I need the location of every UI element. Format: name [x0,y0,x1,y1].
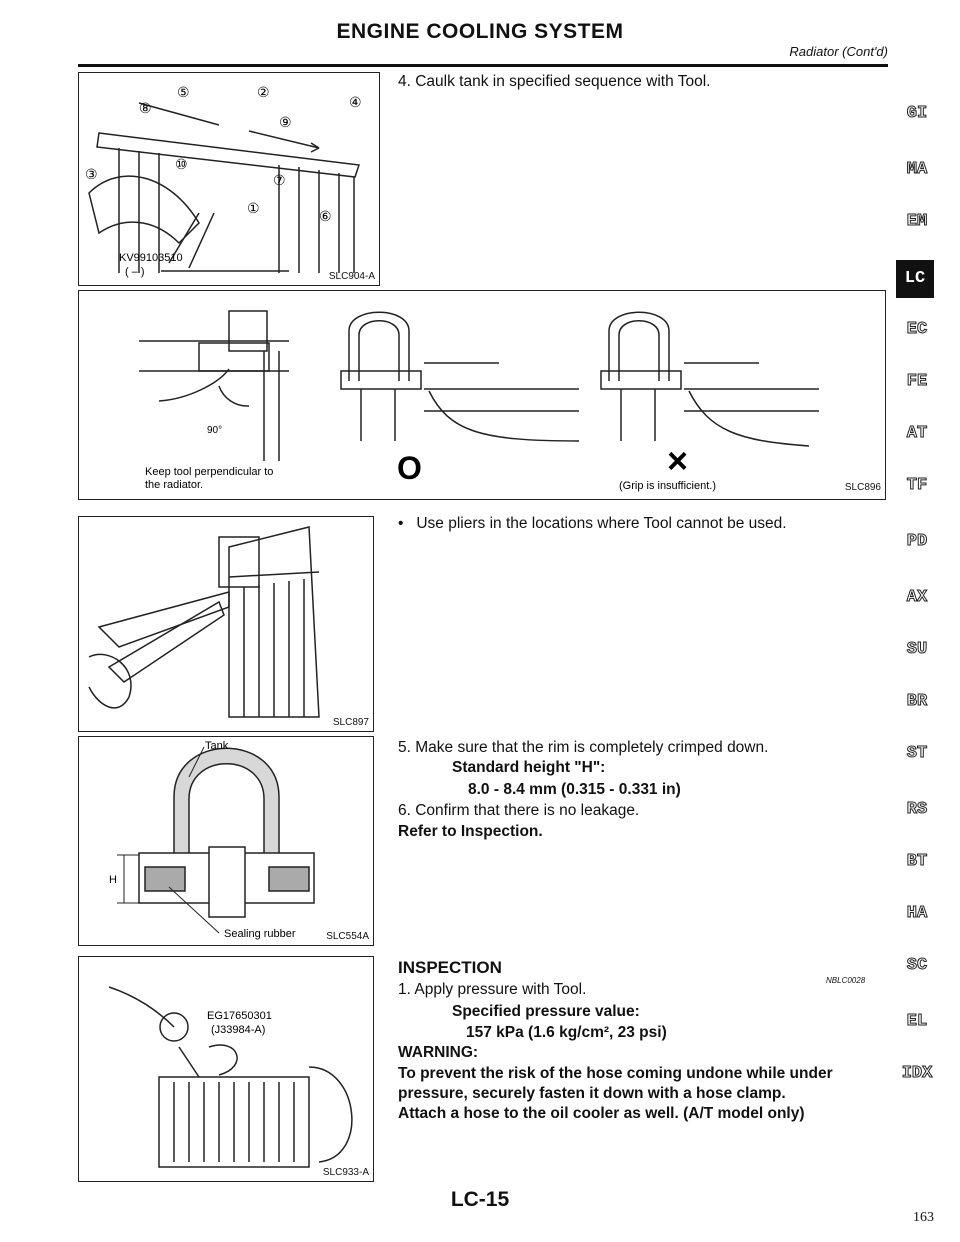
section-tab-sc[interactable]: SC [906,956,928,976]
warning-line-1: To prevent the risk of the hose coming u… [398,1065,833,1082]
section-tab-tf[interactable]: TF [906,476,928,496]
section-tab-ma[interactable]: MA [906,160,928,180]
standard-height-value: 8.0 - 8.4 mm (0.315 - 0.331 in) [468,781,681,798]
step-5-text: 5. Make sure that the rim is completely … [398,739,769,756]
tester-kent-moore-number: (J33984-A) [211,1024,265,1036]
figure-crimp-height: Tank H Sealing rubber SLC554A [78,736,374,946]
refer-inspection: Refer to Inspection. [398,823,543,840]
tank-label: Tank [205,740,229,752]
tester-part-number: EG17650301 [207,1010,272,1022]
bullet-pliers: • Use pliers in the locations where Tool… [398,514,787,534]
section-tab-ec[interactable]: EC [906,320,928,340]
section-tab-lc[interactable]: LC [896,260,934,298]
incorrect-mark: × [667,440,688,481]
specified-pressure-value: 157 kPa (1.6 kg/cm², 23 psi) [466,1024,667,1041]
caulk-sequence-illustration: ⑤ ② ④ ⑧ ⑨ ③ ⑩ ⑦ ① ⑥ KV99103510 ( – ) [85,84,362,278]
header-rule [78,64,888,67]
callout-1: ① [247,200,260,216]
section-tab-bt[interactable]: BT [906,852,928,872]
pressure-test-illustration: EG17650301 (J33984-A) [108,986,353,1168]
section-tab-ax[interactable]: AX [906,588,928,608]
crimp-height-illustration: Tank H Sealing rubber [109,740,315,940]
callout-10: ⑩ [175,156,188,172]
bullet-text: Use pliers in the locations where Tool c… [416,515,787,532]
section-tab-at[interactable]: AT [906,424,928,444]
tool-grip-illustration: 90° Keep tool perpendicular to the radia… [139,310,819,492]
tool-note-line1: Keep tool perpendicular to [145,466,273,478]
standard-height-label: Standard height "H": [452,759,606,776]
callout-9: ⑨ [279,114,292,130]
specified-pressure-label: Specified pressure value: [452,1003,640,1020]
section-tab-gi[interactable]: GI [906,104,928,124]
section-tab-em[interactable]: EM [906,212,928,232]
figure-tool-grip: 90° Keep tool perpendicular to the radia… [78,290,886,500]
figure-code: SLC904-A [328,271,375,282]
correct-mark: O [397,450,422,486]
section-tab-ha[interactable]: HA [906,904,928,924]
bullet-dot: • [398,515,417,532]
warning-label: WARNING: [398,1044,479,1061]
section-tab-pd[interactable]: PD [906,532,928,552]
step-6-text: 6. Confirm that there is no leakage. [398,802,640,819]
figure-code: SLC554A [326,931,369,942]
section-tab-su[interactable]: SU [906,640,928,660]
figure-code: SLC933-A [322,1167,369,1178]
tool-note-line2: the radiator. [145,479,203,491]
section-subtitle: Radiator (Cont'd) [789,44,888,59]
callout-6: ⑥ [319,208,332,224]
tool-kent-moore: ( – ) [125,266,145,278]
step-4-text: 4. Caulk tank in specified sequence with… [398,73,711,90]
callout-3: ③ [85,166,98,182]
section-tab-fe[interactable]: FE [906,372,928,392]
figure-pliers: SLC897 [78,516,374,732]
figure-caulk-sequence: ⑤ ② ④ ⑧ ⑨ ③ ⑩ ⑦ ① ⑥ KV99103510 ( – ) SLC… [78,72,380,286]
figure-code: SLC897 [332,717,369,728]
section-tab-idx[interactable]: IDX [901,1064,933,1084]
callout-4: ④ [349,94,362,110]
callout-5: ⑤ [177,84,190,100]
callout-2: ② [257,84,270,100]
inspection-heading: INSPECTION [398,958,502,977]
section-tab-rs[interactable]: RS [906,800,928,820]
section-tab-el[interactable]: EL [906,1012,928,1032]
sheet-number: 163 [913,1210,934,1225]
page-title: ENGINE COOLING SYSTEM [336,20,624,43]
tool-number: KV99103510 [119,252,183,264]
angle-label: 90° [207,425,222,436]
figure-code: SLC896 [844,482,881,493]
pliers-illustration [88,526,320,718]
sealing-rubber-label: Sealing rubber [224,928,296,940]
callout-7: ⑦ [273,172,286,188]
page-number: LC-15 [450,1188,510,1211]
height-label: H [109,874,117,886]
figure-pressure-test: EG17650301 (J33984-A) SLC933-A [78,956,374,1182]
inspection-code: NBLC0028 [826,976,866,985]
section-tab-br[interactable]: BR [906,692,928,712]
inspection-step-1: 1. Apply pressure with Tool. [398,981,587,998]
incorrect-note: (Grip is insufficient.) [619,480,716,492]
section-tab-st[interactable]: ST [906,744,928,764]
warning-line-3: Attach a hose to the oil cooler as well.… [398,1105,805,1122]
warning-line-2: pressure, securely fasten it down with a… [398,1085,786,1102]
callout-8: ⑧ [139,100,152,116]
